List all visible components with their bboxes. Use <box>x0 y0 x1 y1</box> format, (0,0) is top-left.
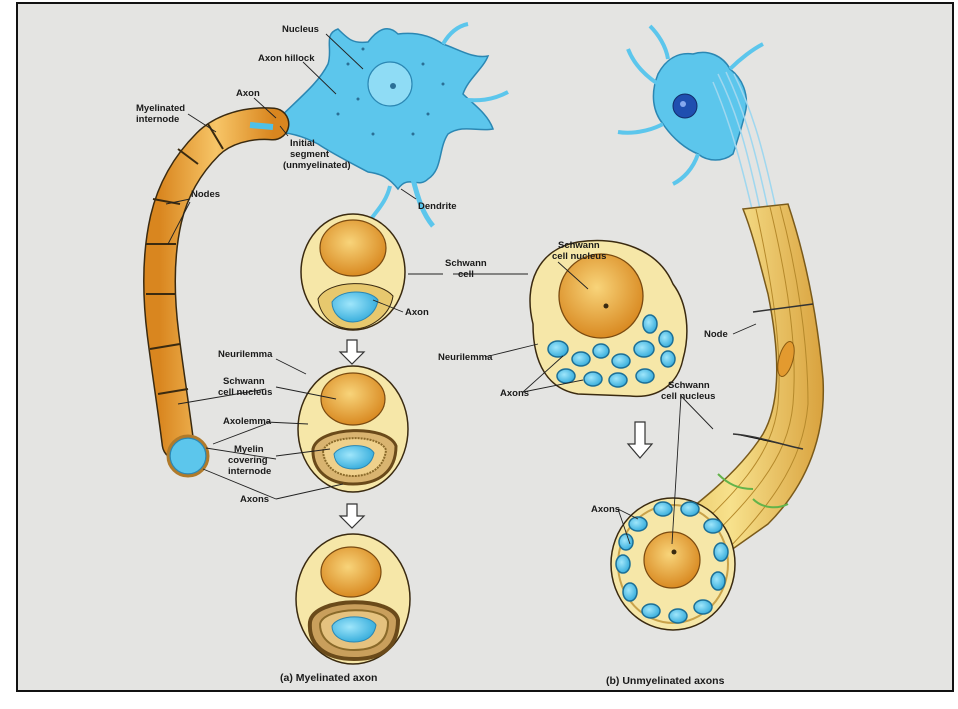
myelination-stage-1 <box>301 214 405 330</box>
label-nucleus: Nucleus <box>282 24 319 35</box>
label-b-axons-cs: Axons <box>591 504 620 515</box>
label-initial-segment-2: segment <box>290 149 330 160</box>
caption-unmyelinated: (b) Unmyelinated axons <box>606 675 725 687</box>
down-arrow-icon <box>340 340 364 364</box>
label-myelin-3: internode <box>228 466 271 477</box>
unmyelinated-neuron-soma <box>618 26 776 209</box>
label-axon: Axon <box>236 88 260 99</box>
figure-frame: Nucleus Axon hillock Axon Myelinated int… <box>16 2 954 692</box>
label-axolemma: Axolemma <box>223 416 272 427</box>
label-myelin-1: Myelin <box>234 444 264 455</box>
label-b-schwann-nucleus-b-2: cell nucleus <box>661 391 715 402</box>
label-schwann-nucleus-1: Schwann <box>223 376 265 387</box>
label-axon-hillock: Axon hillock <box>258 53 315 64</box>
label-myelin-2: covering <box>228 455 268 466</box>
label-initial-segment-1: Initial <box>290 138 315 149</box>
neuron-diagram: Nucleus Axon hillock Axon Myelinated int… <box>18 4 952 690</box>
label-b-schwann-nucleus-1: Schwann <box>558 240 600 251</box>
label-axon-cs: Axon <box>405 307 429 318</box>
caption-myelinated: (a) Myelinated axon <box>280 672 377 684</box>
axon-cut-end <box>170 438 206 474</box>
label-schwann-nucleus-2: cell nucleus <box>218 387 272 398</box>
label-axons: Axons <box>240 494 269 505</box>
myelination-stage-2 <box>298 366 408 492</box>
label-neurilemma: Neurilemma <box>218 349 273 360</box>
down-arrow-icon <box>340 504 364 528</box>
label-schwann-cell-2: cell <box>458 269 474 280</box>
label-b-node: Node <box>704 329 728 340</box>
label-b-schwann-nucleus-2: cell nucleus <box>552 251 606 262</box>
label-b-neurilemma: Neurilemma <box>438 352 493 363</box>
down-arrow-icon <box>628 422 652 458</box>
label-b-axons: Axons <box>500 388 529 399</box>
soma-nucleus <box>368 62 412 106</box>
label-myelinated-internode-1: Myelinated <box>136 103 185 114</box>
label-myelinated-internode-2: internode <box>136 114 179 125</box>
label-initial-segment-3: (unmyelinated) <box>283 160 351 171</box>
schwann-cell-cross-section <box>530 241 687 397</box>
label-schwann-cell-1: Schwann <box>445 258 487 269</box>
myelination-stage-3 <box>296 534 410 664</box>
label-dendrite: Dendrite <box>418 201 457 212</box>
unmyelinated-cross-section <box>611 498 735 630</box>
label-nodes: Nodes <box>191 189 220 200</box>
label-b-schwann-nucleus-b-1: Schwann <box>668 380 710 391</box>
